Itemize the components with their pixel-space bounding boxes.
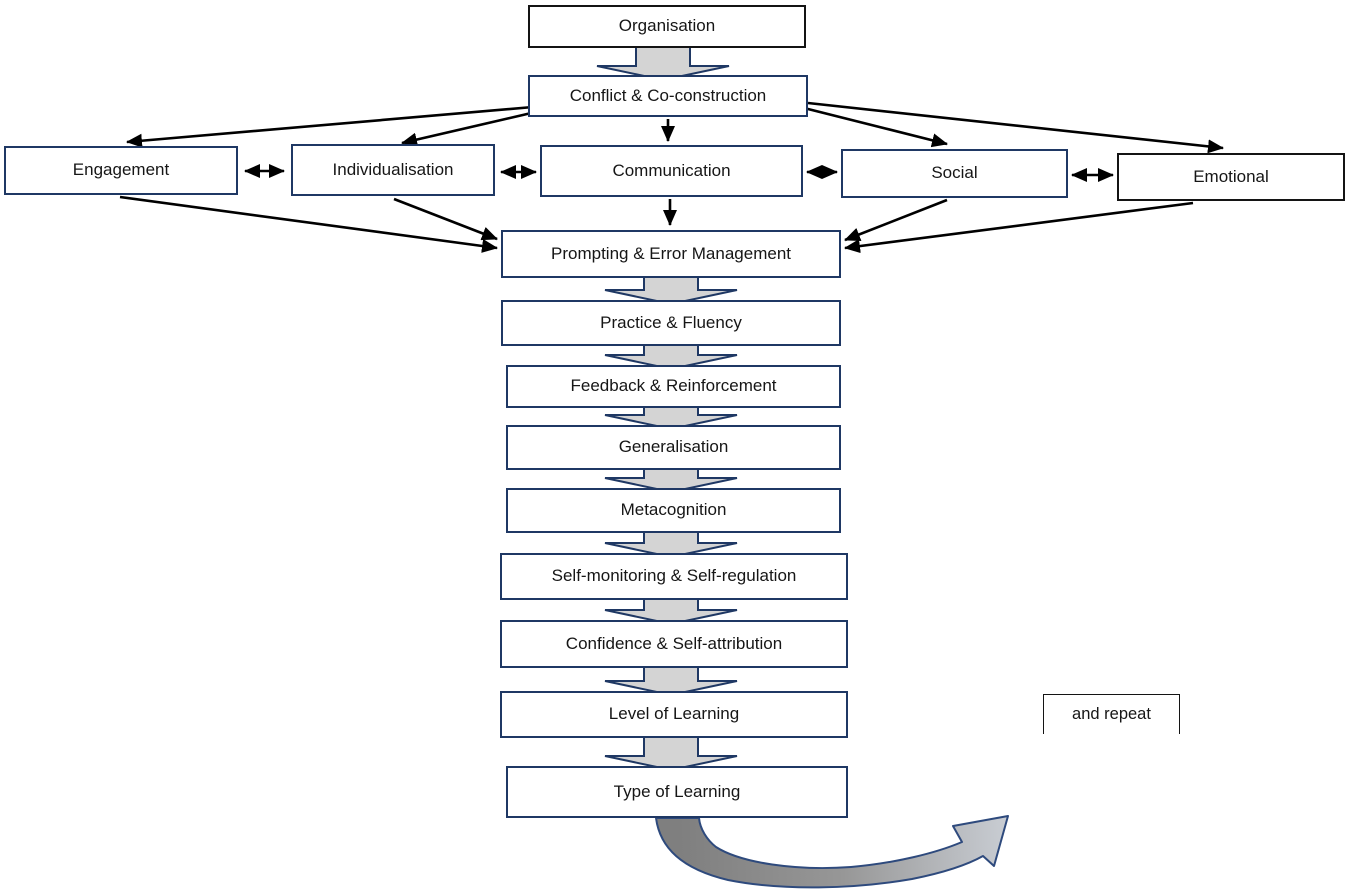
- node-conflict-co-construction: Conflict & Co-construction: [528, 75, 808, 117]
- node-practice-fluency-label: Practice & Fluency: [600, 312, 742, 332]
- node-communication: Communication: [540, 145, 803, 197]
- node-type-of-learning-label: Type of Learning: [613, 781, 741, 801]
- node-feedback-reinforcement-label: Feedback & Reinforcement: [570, 376, 777, 396]
- block-arrow-prompting-to-practice: [604, 275, 738, 306]
- node-type-of-learning: Type of Learning: [506, 766, 848, 818]
- node-and-repeat-label: and repeat: [1072, 705, 1151, 724]
- node-individualisation-label: Individualisation: [332, 159, 454, 179]
- block-arrow-confidence-to-level: [604, 665, 738, 697]
- node-self-monitoring-self-regulation: Self-monitoring & Self-regulation: [500, 553, 848, 600]
- arrow-engagement-to-prompting: [119, 195, 498, 253]
- node-emotional: Emotional: [1117, 153, 1345, 201]
- node-organisation-label: Organisation: [618, 16, 716, 36]
- block-arrow-metacognition-to-selfmonitoring: [604, 530, 738, 559]
- node-feedback-reinforcement: Feedback & Reinforcement: [506, 365, 841, 408]
- node-confidence-self-attribution-label: Confidence & Self-attribution: [565, 633, 783, 653]
- curved-repeat-arrow: [655, 815, 1009, 889]
- node-prompting-error-management-label: Prompting & Error Management: [551, 243, 791, 263]
- node-social-label: Social: [931, 163, 978, 183]
- node-metacognition-label: Metacognition: [620, 500, 727, 520]
- node-individualisation: Individualisation: [291, 144, 495, 196]
- node-conflict-co-construction-label: Conflict & Co-construction: [569, 85, 767, 105]
- node-generalisation-label: Generalisation: [618, 437, 729, 457]
- arrow-individualisation-to-prompting: [393, 197, 498, 241]
- arrow-conflict-to-social: [803, 106, 948, 148]
- node-confidence-self-attribution: Confidence & Self-attribution: [500, 620, 848, 668]
- node-social: Social: [841, 149, 1068, 198]
- block-arrow-level-to-type: [604, 735, 738, 772]
- node-metacognition: Metacognition: [506, 488, 841, 533]
- arrow-conflict-to-emotional: [807, 101, 1224, 154]
- arrow-conflict-to-individualisation: [401, 109, 541, 147]
- arrow-conflict-to-engagement: [126, 105, 534, 148]
- node-generalisation: Generalisation: [506, 425, 841, 470]
- node-communication-label: Communication: [612, 160, 731, 180]
- node-engagement: Engagement: [4, 146, 238, 195]
- node-level-of-learning-label: Level of Learning: [608, 704, 740, 724]
- arrow-social-to-prompting: [844, 198, 948, 242]
- node-self-monitoring-self-regulation-label: Self-monitoring & Self-regulation: [551, 566, 797, 586]
- node-level-of-learning: Level of Learning: [500, 691, 848, 738]
- node-engagement-label: Engagement: [72, 160, 170, 180]
- node-and-repeat: and repeat: [1043, 694, 1180, 734]
- node-organisation: Organisation: [528, 5, 806, 48]
- node-practice-fluency: Practice & Fluency: [501, 300, 841, 346]
- node-emotional-label: Emotional: [1193, 166, 1269, 186]
- block-arrow-organisation-to-conflict: [596, 45, 730, 82]
- block-arrow-selfmonitoring-to-confidence: [604, 597, 738, 626]
- node-prompting-error-management: Prompting & Error Management: [501, 230, 841, 278]
- arrow-emotional-to-prompting: [844, 201, 1194, 254]
